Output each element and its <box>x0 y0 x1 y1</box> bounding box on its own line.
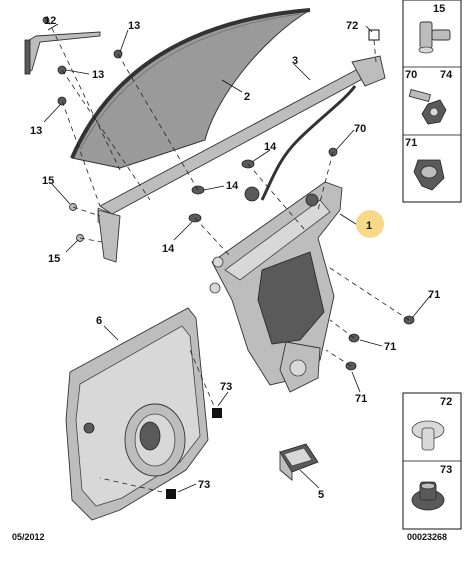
door-inner-panel <box>65 307 209 521</box>
assembly-dashed-lines <box>47 19 410 495</box>
callout-73-lower: 73 <box>198 479 210 491</box>
window-regulator-rail <box>97 55 386 263</box>
callout-15-upper: 15 <box>42 175 54 187</box>
fasteners-13 <box>42 16 123 106</box>
callout-13-middle: 13 <box>92 69 104 81</box>
side-part-71-clip-icon: 71 <box>405 137 445 191</box>
fasteners-71 <box>345 315 415 371</box>
callout-71-lower: 71 <box>355 393 367 405</box>
side-part-73-grommet-icon: 73 <box>411 464 452 511</box>
window-glass <box>70 8 311 169</box>
callout-71-upper: 71 <box>428 289 440 301</box>
callout-6-panel: 6 <box>96 315 102 327</box>
side-label-72: 72 <box>440 396 452 408</box>
footer-date: 05/2012 <box>12 532 45 542</box>
callout-71-middle: 71 <box>384 341 396 353</box>
side-part-72-pushclip-icon: 72 <box>411 396 452 451</box>
callout-15-lower: 15 <box>48 253 60 265</box>
callout-14-lower: 14 <box>162 243 175 255</box>
side-label-15: 15 <box>433 3 445 15</box>
callout-14-middle: 14 <box>226 180 239 192</box>
callout-3-rail: 3 <box>292 55 298 67</box>
callout-70: 70 <box>354 123 366 135</box>
side-part-15-bolt-icon: 15 <box>418 3 451 54</box>
callout-72: 72 <box>346 20 358 32</box>
callout-14-upper: 14 <box>264 141 277 153</box>
leader-lines <box>43 23 431 493</box>
side-label-74: 74 <box>440 69 453 81</box>
callout-13-bottom: 13 <box>30 125 42 137</box>
callout-2-glass: 2 <box>244 91 250 103</box>
callout-5-switch: 5 <box>318 489 324 501</box>
side-label-73: 73 <box>440 464 452 476</box>
side-label-71: 71 <box>405 137 417 149</box>
callout-73-upper: 73 <box>220 381 232 393</box>
callout-12: 12 <box>44 15 56 27</box>
window-switch <box>279 443 319 481</box>
glass-retainer-bracket <box>24 31 101 75</box>
callout-13-top: 13 <box>128 20 140 32</box>
highlight-badge <box>356 210 384 238</box>
fasteners-14 <box>188 159 255 223</box>
window-regulator-motor-assembly <box>209 181 343 393</box>
callout-labels: 12 13 13 13 2 3 72 70 14 14 14 15 15 1 7… <box>30 15 440 501</box>
fasteners-15 <box>69 203 84 242</box>
side-part-70-74-screw-icon: 70 74 <box>405 69 453 125</box>
side-label-70: 70 <box>405 69 417 81</box>
footer-reference: 00023268 <box>407 532 447 542</box>
callout-1-motor: 1 <box>366 220 372 232</box>
